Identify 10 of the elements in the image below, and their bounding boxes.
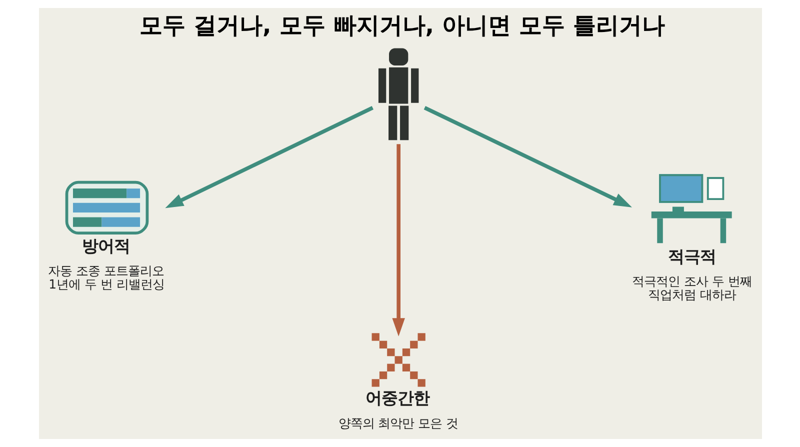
arrow xyxy=(392,144,404,336)
node-label: 적극적 xyxy=(668,246,716,266)
node-label: 어중간한 xyxy=(365,388,430,408)
node-label: 양쪽의 최악만 모은 것 xyxy=(338,415,458,430)
arrow xyxy=(164,106,373,208)
arrow xyxy=(423,106,632,208)
node-label: 방어적 xyxy=(82,236,130,256)
node-label: 적극적인 조사 두 번째 직업처럼 대하라 xyxy=(632,274,752,302)
diagram-title: 모두 걸거나, 모두 빠지거나, 아니면 모두 틀리거나 xyxy=(139,13,664,40)
node-label: 자동 조종 포트폴리오 1년에 두 번 리밸런싱 xyxy=(48,263,164,292)
